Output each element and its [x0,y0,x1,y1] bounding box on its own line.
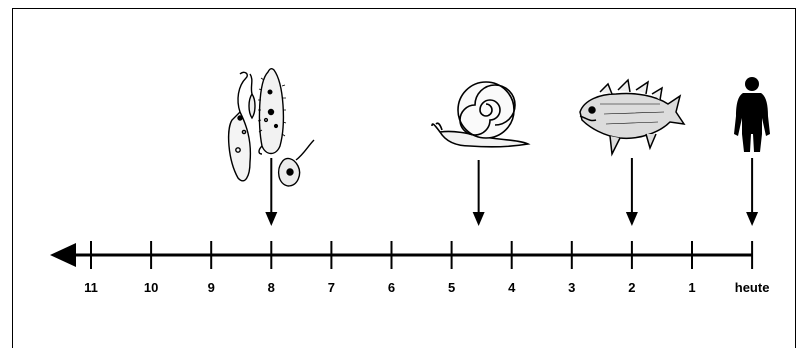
timeline-arrowhead [50,243,76,267]
marker-arrows [265,158,759,226]
tick-3-label: 3 [568,280,575,295]
protozoa-icon [227,68,315,187]
timeline-ticks [90,241,754,269]
timeline-diagram: 11 10 9 8 7 6 5 4 3 2 1 heute [50,68,770,295]
tick-10-label: 10 [144,280,158,295]
tick-7-label: 7 [328,280,335,295]
tick-9-label: 9 [208,280,215,295]
tick-heute-label: heute [735,280,770,295]
snail-drawing-pointer-arrowhead [472,212,485,226]
human-drawing-pointer-arrowhead [746,212,759,226]
fish-icon [579,78,686,157]
snail-icon [431,81,531,148]
fish-drawing-pointer-arrowhead [625,212,638,226]
timeline-tick-labels: 11 10 9 8 7 6 5 4 3 2 1 heute [84,280,769,295]
tick-8-label: 8 [268,280,275,295]
human-silhouette-icon [734,77,770,152]
tick-11-label: 11 [84,280,98,295]
figure-frame [12,8,796,348]
tick-4-label: 4 [508,280,516,295]
tick-6-label: 6 [388,280,395,295]
tick-2-label: 2 [628,280,635,295]
single-cell-organisms-drawing-pointer-arrowhead [265,212,278,226]
tick-5-label: 5 [448,280,455,295]
tick-1-label: 1 [688,280,695,295]
